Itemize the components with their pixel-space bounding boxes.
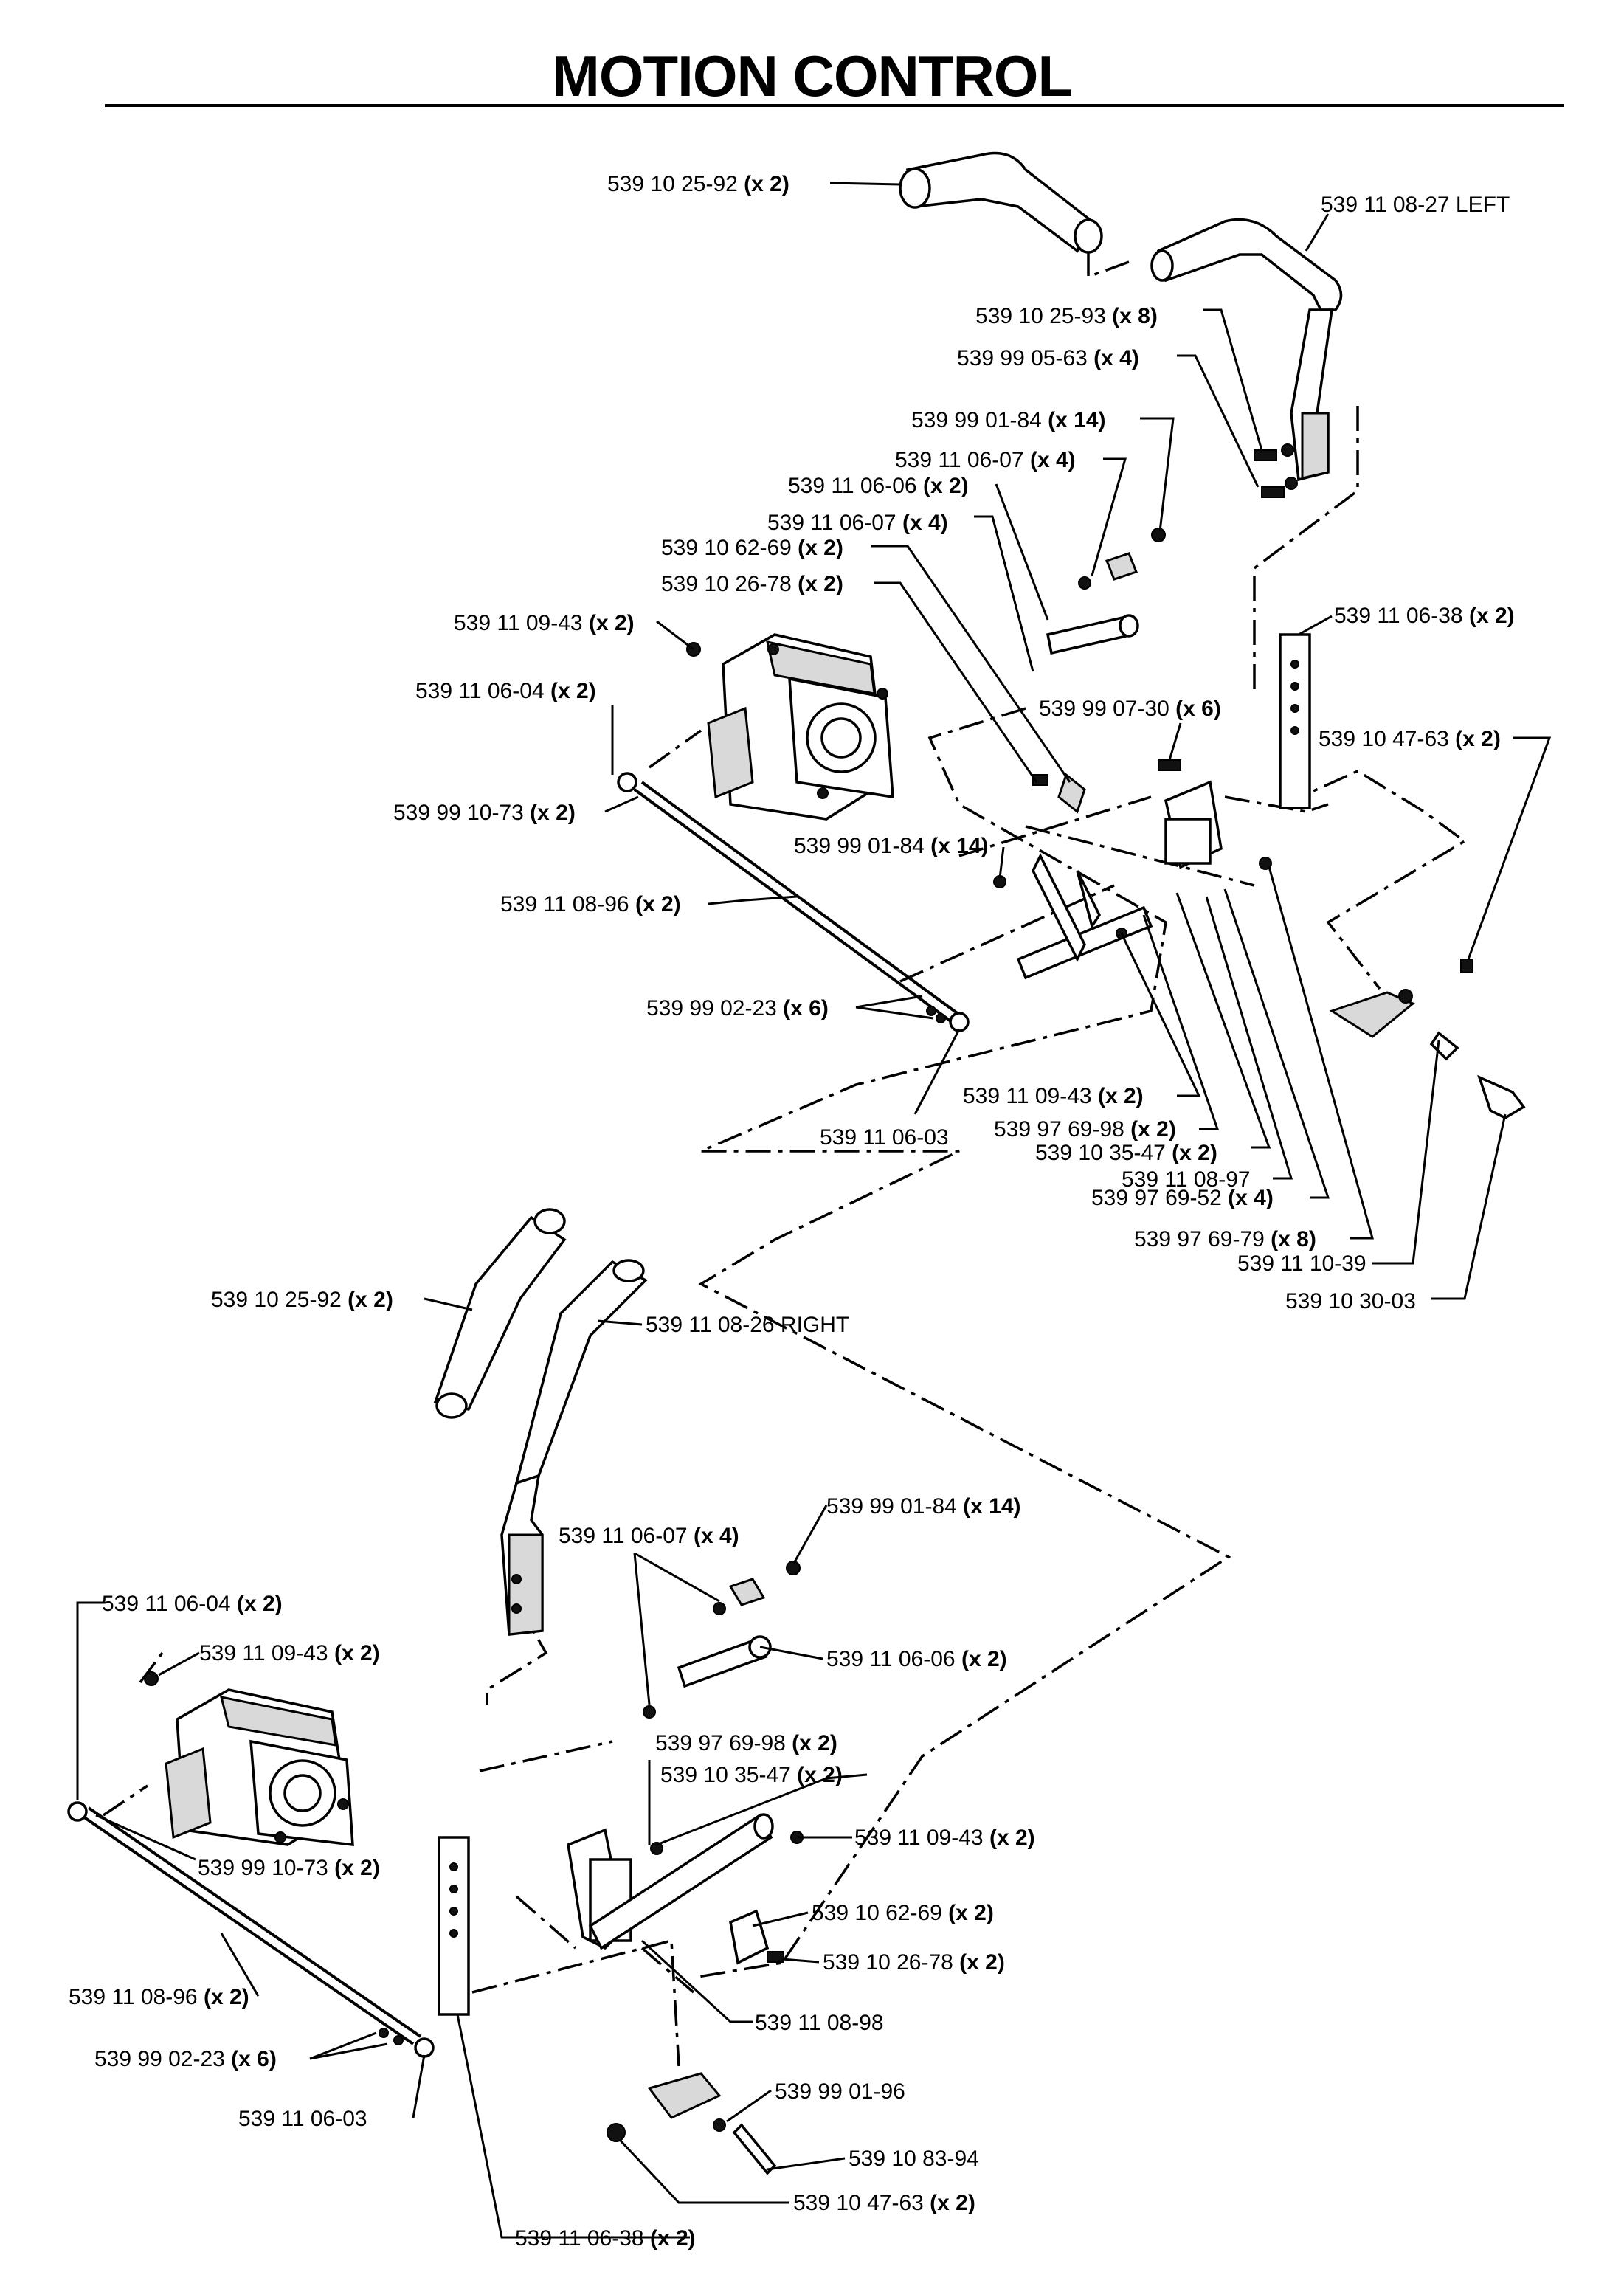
- callout-labels: 539 10 25-92 (x 2) 539 11 08-27 LEFT 539…: [69, 172, 1515, 2251]
- callout-24: 539 11 08-97: [1122, 1167, 1251, 1192]
- callout-43: 539 11 08-98: [755, 2011, 884, 2035]
- callout-42: 539 11 08-96 (x 2): [69, 1985, 249, 2009]
- callout-48: 539 10 47-63 (x 2): [793, 2191, 975, 2215]
- grip-upper-left: [899, 151, 1103, 254]
- callout-21: 539 11 06-03: [820, 1125, 949, 1150]
- callout-5: 539 99 01-84 (x 14): [911, 408, 1106, 432]
- callout-39: 539 99 10-73 (x 2): [198, 1856, 380, 1880]
- bolts-left-lever: [1254, 443, 1298, 498]
- callout-49: 539 11 06-38 (x 2): [515, 2226, 696, 2251]
- callout-20: 539 11 09-43 (x 2): [963, 1084, 1144, 1108]
- callout-1: 539 10 25-92 (x 2): [607, 172, 789, 196]
- hydraulic-pump-right: [144, 1671, 354, 1846]
- callout-41: 539 10 26-78 (x 2): [823, 1950, 1005, 1975]
- height-post-right: [438, 1836, 470, 2016]
- callout-18: 539 11 08-96 (x 2): [500, 892, 681, 916]
- callout-28: 539 10 30-03: [1285, 1289, 1416, 1313]
- title-rule: [105, 104, 1564, 107]
- callout-30: 539 11 08-26 RIGHT: [646, 1313, 849, 1337]
- callout-44: 539 99 02-23 (x 6): [94, 2047, 277, 2071]
- callout-26: 539 97 69-79 (x 8): [1134, 1227, 1316, 1251]
- linkage-rod-left: [617, 772, 970, 1032]
- callout-16: 539 99 10-73 (x 2): [393, 801, 576, 825]
- adjust-knob-left: [1329, 959, 1526, 1119]
- callout-10: 539 10 26-78 (x 2): [661, 572, 843, 596]
- page-title: MOTION CONTROL: [551, 44, 1073, 108]
- callout-15: 539 10 47-63 (x 2): [1319, 727, 1501, 751]
- callout-27: 539 11 10-39: [1237, 1251, 1366, 1276]
- callout-40: 539 10 62-69 (x 2): [812, 1901, 994, 1925]
- linkage-rod-right: [67, 1801, 435, 2058]
- callout-46: 539 11 06-03: [238, 2107, 367, 2131]
- callout-19: 539 99 02-23 (x 6): [646, 996, 829, 1021]
- callout-31: 539 99 01-84 (x 14): [826, 1494, 1021, 1519]
- callout-13: 539 11 06-04 (x 2): [415, 679, 596, 703]
- mount-bracket-right: [567, 1813, 804, 1965]
- damper-left: [1046, 528, 1166, 655]
- callout-32: 539 11 06-07 (x 4): [559, 1524, 739, 1548]
- callout-8: 539 11 06-07 (x 4): [767, 511, 948, 535]
- callout-37: 539 10 35-47 (x 2): [660, 1763, 843, 1787]
- callout-34: 539 11 09-43 (x 2): [199, 1641, 380, 1665]
- callout-23: 539 10 35-47 (x 2): [1035, 1141, 1217, 1165]
- callout-45: 539 99 01-96: [775, 2079, 905, 2104]
- height-post-left: [1279, 633, 1311, 809]
- damper-right: [643, 1561, 801, 1719]
- callout-6: 539 11 06-07 (x 4): [895, 448, 1076, 472]
- adjust-knob-right: [607, 2072, 777, 2175]
- callout-29: 539 10 25-92 (x 2): [211, 1288, 393, 1312]
- control-lever-right: [500, 1259, 648, 1636]
- callout-9: 539 10 62-69 (x 2): [661, 536, 843, 560]
- control-lever-left: [1150, 218, 1343, 482]
- mount-bracket-left: [993, 759, 1272, 980]
- callout-38: 539 11 09-43 (x 2): [854, 1826, 1035, 1850]
- callout-7: 539 11 06-06 (x 2): [788, 474, 969, 498]
- callout-2: 539 11 08-27 LEFT: [1321, 193, 1510, 217]
- callout-3: 539 10 25-93 (x 8): [975, 304, 1158, 328]
- callout-36: 539 97 69-98 (x 2): [655, 1731, 837, 1755]
- callout-25: 539 97 69-52 (x 4): [1091, 1186, 1274, 1210]
- leader-lines: [76, 182, 1552, 2239]
- callout-33: 539 11 06-04 (x 2): [102, 1592, 283, 1616]
- callout-35: 539 11 06-06 (x 2): [826, 1647, 1007, 1671]
- callout-12: 539 11 06-38 (x 2): [1334, 604, 1515, 628]
- callout-17: 539 99 01-84 (x 14): [794, 834, 989, 858]
- callout-11: 539 11 09-43 (x 2): [454, 611, 635, 635]
- assembly-guide-lines: [103, 251, 1468, 2067]
- callout-14: 539 99 07-30 (x 6): [1039, 697, 1221, 721]
- callout-4: 539 99 05-63 (x 4): [957, 346, 1139, 370]
- callout-47: 539 10 83-94: [849, 2147, 979, 2171]
- grip-lower-right: [433, 1208, 567, 1419]
- hydraulic-pump-left: [686, 633, 894, 821]
- callout-22: 539 97 69-98 (x 2): [994, 1117, 1176, 1142]
